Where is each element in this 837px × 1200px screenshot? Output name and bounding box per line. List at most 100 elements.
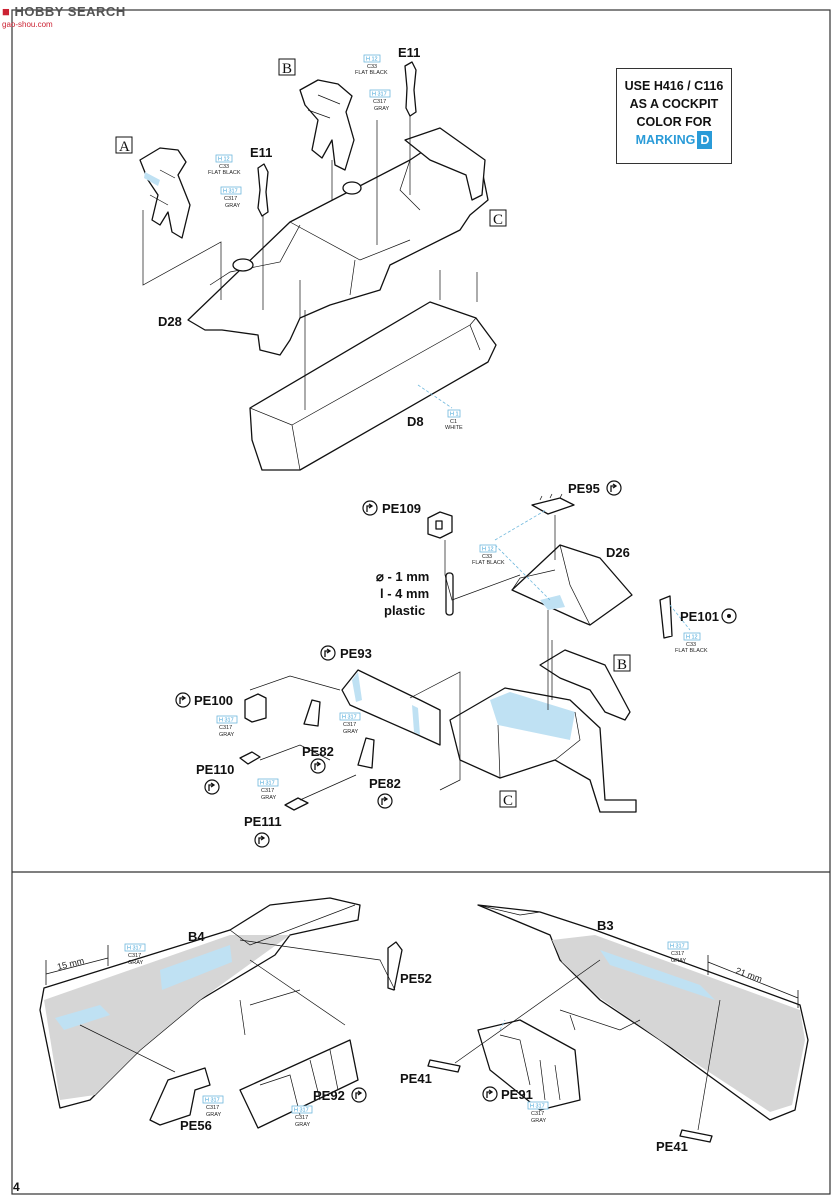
label-pe41-left: PE41 xyxy=(400,1071,432,1086)
svg-text:H 317: H 317 xyxy=(205,1098,220,1104)
dimension-15mm: 15 mm xyxy=(56,956,85,972)
svg-text:H 317: H 317 xyxy=(219,718,234,724)
label-group-pe82-a: PE82 xyxy=(302,744,334,774)
note-marking-letter: D xyxy=(697,131,713,149)
svg-text:H 12: H 12 xyxy=(366,57,378,63)
note-line-3: COLOR FOR xyxy=(636,115,712,129)
label-group-pe95: PE95 xyxy=(568,480,622,496)
watermark-logo: ■ HOBBY SEARCH xyxy=(2,4,126,19)
part-b-bracket xyxy=(299,79,355,171)
svg-text:H 317: H 317 xyxy=(530,1104,545,1110)
svg-text:GRAY: GRAY xyxy=(671,958,687,964)
label-pe95: PE95 xyxy=(568,481,600,496)
color-chip-h12-e11-right: H 12 C33 FLAT BLACK xyxy=(355,54,388,76)
svg-text:C317: C317 xyxy=(343,722,356,728)
page-number: 4 xyxy=(13,1180,20,1194)
color-chip-h317-e11-left: H 317 C317 GRAY xyxy=(220,186,242,209)
svg-text:H 317: H 317 xyxy=(260,781,275,787)
label-group-pe109: PE109 xyxy=(362,500,421,516)
svg-text:H 317: H 317 xyxy=(294,1108,309,1114)
part-pe82-b xyxy=(357,737,375,769)
color-chip-h317-b3: H 317 C317 GRAY xyxy=(667,941,689,964)
svg-text:GRAY: GRAY xyxy=(374,106,390,112)
note-marking-word: MARKING xyxy=(635,133,696,147)
label-pe92: PE92 xyxy=(313,1088,345,1103)
svg-text:H 317: H 317 xyxy=(342,715,357,721)
label-e11-right: E11 xyxy=(398,45,420,60)
svg-text:H 317: H 317 xyxy=(372,92,387,98)
color-chip-h317-e11-right: H 317 C317 GRAY xyxy=(369,89,391,112)
part-pe41-left xyxy=(427,1059,461,1073)
svg-text:GRAY: GRAY xyxy=(206,1112,222,1118)
label-group-pe91: PE91 xyxy=(482,1086,533,1102)
svg-text:GRAY: GRAY xyxy=(295,1122,311,1128)
label-pe82-b: PE82 xyxy=(369,776,401,791)
part-pe82-a xyxy=(303,699,321,727)
section-box-b2: B xyxy=(613,654,631,673)
svg-text:GRAY: GRAY xyxy=(128,960,144,966)
svg-text:C33: C33 xyxy=(219,164,229,170)
part-pe95 xyxy=(531,493,575,515)
svg-text:FLAT BLACK: FLAT BLACK xyxy=(208,170,241,176)
svg-text:C317: C317 xyxy=(531,1111,544,1117)
watermark-brand: HOBBY SEARCH xyxy=(14,4,126,19)
assembly-guides-2 xyxy=(249,509,691,801)
color-chip-h1-d8: H 1 C1 WHITE xyxy=(417,384,463,431)
rod-length: l - 4 mm xyxy=(380,586,429,601)
color-chip-h317-pe56: H 317 C317 GRAY xyxy=(202,1095,224,1118)
section-letter-b2: B xyxy=(617,657,627,673)
label-d28: D28 xyxy=(158,314,182,329)
part-pe110 xyxy=(239,751,261,765)
part-d8-box xyxy=(249,301,497,471)
svg-text:GRAY: GRAY xyxy=(261,795,277,801)
part-plastic-rod xyxy=(445,572,454,616)
svg-text:C33: C33 xyxy=(367,64,377,70)
part-pe41-right xyxy=(679,1129,713,1143)
color-chip-h12-e11-left: H 12 C33 FLAT BLACK xyxy=(208,154,241,176)
svg-text:C317: C317 xyxy=(671,951,684,957)
svg-text:C317: C317 xyxy=(219,725,232,731)
section-box-c2: C xyxy=(499,790,517,809)
assembly-guides-3 xyxy=(79,939,721,1131)
part-pe101 xyxy=(659,595,673,639)
rod-material: plastic xyxy=(384,603,425,618)
label-pe52: PE52 xyxy=(400,971,432,986)
label-group-pe101: PE101 xyxy=(680,608,737,624)
svg-text:FLAT BLACK: FLAT BLACK xyxy=(472,560,505,566)
label-pe82-a: PE82 xyxy=(302,744,334,759)
section-letter-c2: C xyxy=(503,793,513,809)
label-group-pe110: PE110 xyxy=(196,762,234,795)
part-e11-left xyxy=(257,163,269,217)
section-box-a: A xyxy=(115,136,133,155)
label-e11-left: E11 xyxy=(250,145,272,160)
note-line-1: USE H416 / C116 xyxy=(624,79,724,93)
svg-text:FLAT BLACK: FLAT BLACK xyxy=(355,70,388,76)
section-letter-c: C xyxy=(493,212,503,228)
svg-text:H 317: H 317 xyxy=(127,946,142,952)
label-group-pe82-b: PE82 xyxy=(369,776,401,809)
label-pe109: PE109 xyxy=(382,501,421,516)
color-chip-h12-pe95: H 12 C33 FLAT BLACK xyxy=(472,544,505,566)
color-chip-h317-pe100: H 317 C317 GRAY xyxy=(216,715,238,738)
label-pe93: PE93 xyxy=(340,646,372,661)
svg-text:H 12: H 12 xyxy=(686,635,698,641)
svg-text:C317: C317 xyxy=(295,1115,308,1121)
svg-text:C317: C317 xyxy=(373,99,386,105)
color-chip-h12-pe101: H 12 C33 FLAT BLACK xyxy=(675,632,708,654)
section-letter-b: B xyxy=(282,61,292,77)
dimension-21mm: 21 mm xyxy=(734,965,763,984)
color-chip-h317-pe91: H 317 C317 GRAY xyxy=(527,1101,549,1124)
label-group-pe100: PE100 xyxy=(175,692,233,708)
svg-text:C33: C33 xyxy=(482,554,492,560)
part-d26-panel xyxy=(511,544,633,626)
svg-text:H 1: H 1 xyxy=(450,412,459,418)
svg-text:H 12: H 12 xyxy=(482,547,494,553)
label-b4: B4 xyxy=(188,929,205,944)
label-group-pe111: PE111 xyxy=(244,814,282,848)
label-group-pe93: PE93 xyxy=(320,645,372,661)
svg-text:GRAY: GRAY xyxy=(343,729,359,735)
svg-text:H 317: H 317 xyxy=(223,189,238,195)
assembly-guides-1 xyxy=(142,115,478,410)
part-pe93-panel xyxy=(341,669,441,746)
svg-text:FLAT BLACK: FLAT BLACK xyxy=(675,648,708,654)
